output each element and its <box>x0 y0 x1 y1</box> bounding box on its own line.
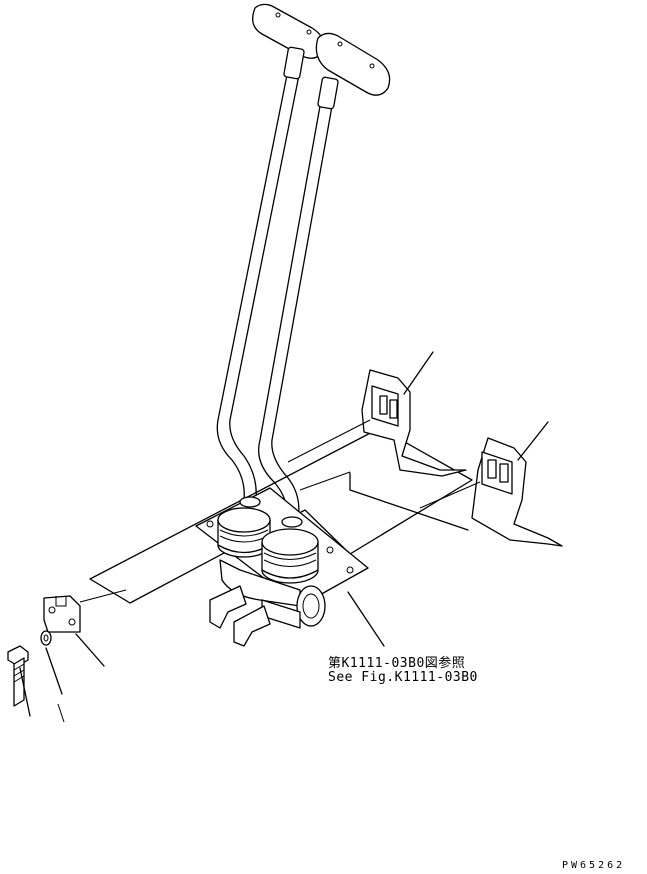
drawing-code: PW65262 <box>562 860 626 871</box>
guide-bracket-lower <box>471 437 563 547</box>
right-lever-boot <box>261 516 319 584</box>
right-lever-rod <box>257 94 323 521</box>
left-lever-rod <box>216 69 289 501</box>
guide-bracket-upper <box>361 369 467 477</box>
valve-bracket-right <box>233 605 271 647</box>
lock-plate <box>43 595 81 633</box>
reference-label-english: See Fig.K1111-03B0 <box>328 670 478 685</box>
floor-panel-edge <box>349 472 469 531</box>
right-lever-grip <box>315 32 391 96</box>
left-lever-boot <box>217 496 271 558</box>
reference-label-japanese: 第K1111-03B0図参照 <box>328 656 466 671</box>
washer <box>40 630 52 646</box>
valve-bracket-left <box>209 585 247 629</box>
bolt <box>7 645 29 707</box>
